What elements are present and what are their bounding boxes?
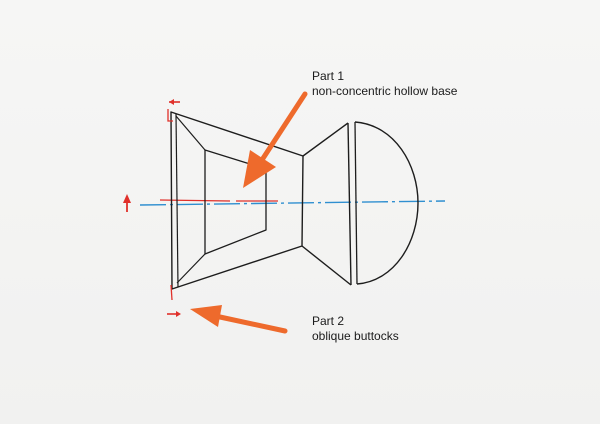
hollow-base-outline xyxy=(204,149,267,255)
red-tick-top xyxy=(167,109,173,122)
center-axis-line xyxy=(139,200,446,206)
skirt-base-edge-inner xyxy=(175,113,179,288)
small-red-arrow-bottom-icon xyxy=(167,311,181,317)
head-band-line-right xyxy=(354,121,358,285)
part2-annotation: Part 2 oblique buttocks xyxy=(312,314,399,344)
head-band-line-left xyxy=(347,122,352,286)
small-red-arrow-up-icon xyxy=(123,194,131,212)
part1-description: non-concentric hollow base xyxy=(312,84,458,98)
hollow-base-axis-line xyxy=(159,199,278,202)
hollow-base-corner-link-bottom xyxy=(176,253,206,284)
waist-to-head-top xyxy=(302,122,349,157)
part2-title: Part 2 xyxy=(312,314,345,328)
part1-annotation: Part 1 non-concentric hollow base xyxy=(312,69,457,99)
part1-title: Part 1 xyxy=(312,69,345,83)
dome-head-outline xyxy=(354,121,419,285)
red-tick-bottom xyxy=(170,284,173,301)
waist-to-head-bottom xyxy=(301,245,352,286)
small-red-arrow-top-icon xyxy=(169,99,180,105)
part2-description: oblique buttocks xyxy=(312,329,399,343)
orange-arrow-part2-icon xyxy=(190,305,288,334)
hollow-base-corner-link-top xyxy=(175,115,206,151)
orange-arrow-part1-icon xyxy=(243,91,308,188)
